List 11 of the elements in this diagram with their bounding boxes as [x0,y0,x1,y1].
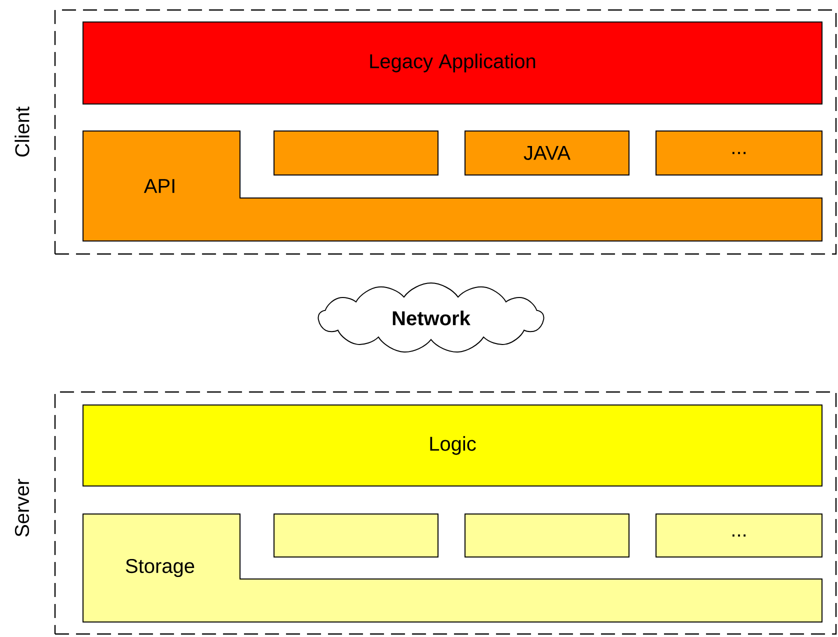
node-label: Client [14,106,30,157]
component-box [274,514,438,558]
component-box: JAVA [464,130,630,176]
component-box: ... [656,130,822,176]
component-box [464,514,630,558]
network-cloud: Network [318,282,544,352]
layer-box: Logic [82,404,822,486]
component-box [274,130,438,176]
layer-box: Legacy Application [82,22,822,104]
component-box: ... [656,514,822,558]
node-label: Server [14,478,30,537]
